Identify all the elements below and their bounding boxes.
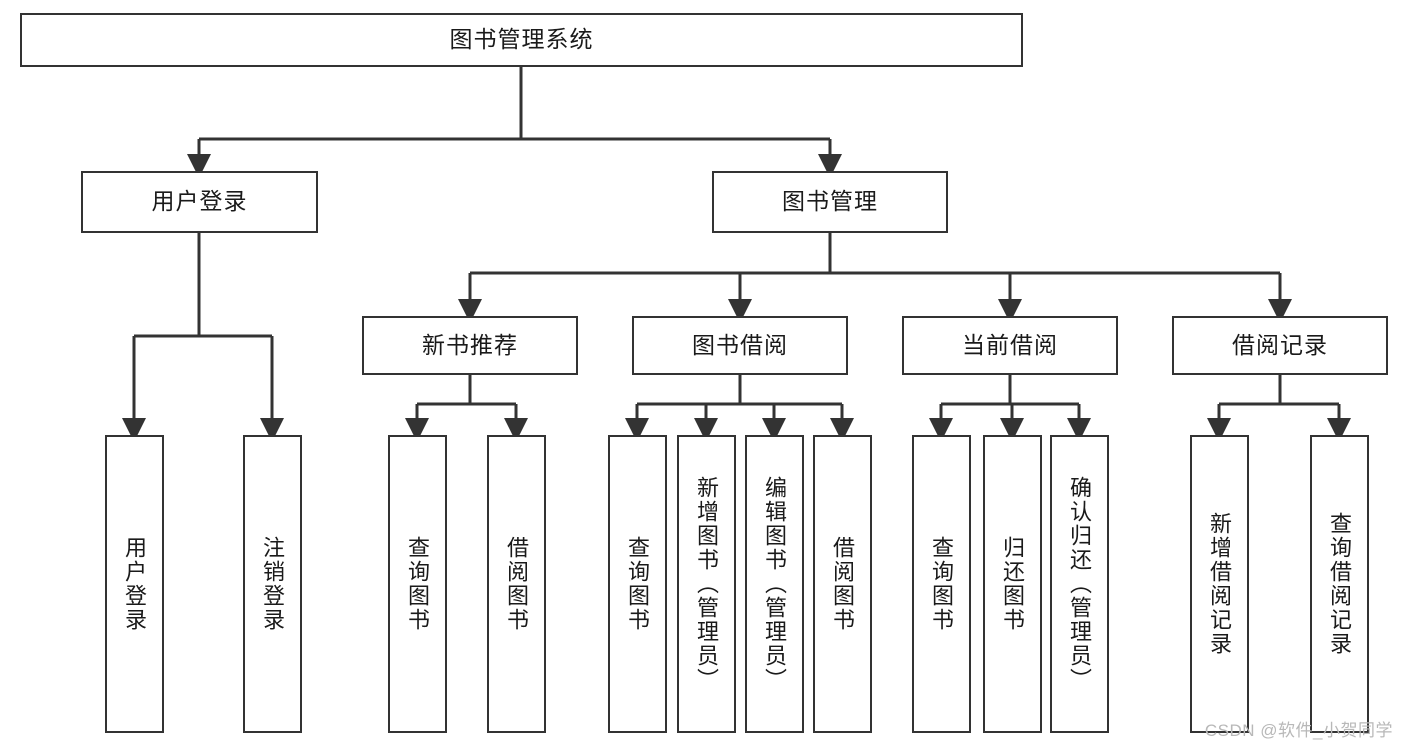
node-leaf-add-book-admin[interactable]: 新增图书（管理员） [677, 435, 736, 733]
node-leaf-query-book-current[interactable]: 查询图书 [912, 435, 971, 733]
node-label: 编辑图书（管理员） [762, 476, 788, 692]
node-new-book-recommendation[interactable]: 新书推荐 [362, 316, 578, 375]
node-leaf-edit-book-admin[interactable]: 编辑图书（管理员） [745, 435, 804, 733]
node-label: 用户登录 [151, 188, 248, 215]
node-leaf-confirm-return-admin[interactable]: 确认归还（管理员） [1050, 435, 1109, 733]
node-label: 新增借阅记录 [1207, 512, 1233, 656]
node-current-borrowing[interactable]: 当前借阅 [902, 316, 1118, 375]
node-label: 图书借阅 [692, 331, 788, 358]
node-label: 当前借阅 [962, 331, 1058, 358]
node-leaf-borrow-book-recommend[interactable]: 借阅图书 [487, 435, 546, 733]
node-book-borrowing[interactable]: 图书借阅 [632, 316, 848, 375]
node-leaf-add-borrow-record[interactable]: 新增借阅记录 [1190, 435, 1249, 733]
node-leaf-return-book[interactable]: 归还图书 [983, 435, 1042, 733]
node-label: 借阅记录 [1232, 331, 1328, 358]
node-label: 新增图书（管理员） [694, 476, 720, 692]
node-leaf-query-book-recommend[interactable]: 查询图书 [388, 435, 447, 733]
node-label: 归还图书 [1000, 536, 1026, 632]
node-label: 图书管理系统 [449, 26, 594, 53]
node-label: 借阅图书 [830, 536, 856, 632]
node-label: 查询图书 [625, 536, 651, 632]
node-label: 查询借阅记录 [1327, 512, 1353, 656]
node-book-management[interactable]: 图书管理 [712, 171, 948, 233]
node-leaf-query-book-borrowing[interactable]: 查询图书 [608, 435, 667, 733]
node-label: 注销登录 [260, 536, 286, 632]
node-label: 新书推荐 [422, 331, 518, 358]
node-root-system[interactable]: 图书管理系统 [20, 13, 1023, 67]
node-label: 确认归还（管理员） [1067, 476, 1093, 692]
node-user-login[interactable]: 用户登录 [81, 171, 318, 233]
node-label: 查询图书 [929, 536, 955, 632]
node-leaf-user-logout[interactable]: 注销登录 [243, 435, 302, 733]
node-leaf-query-borrow-record[interactable]: 查询借阅记录 [1310, 435, 1369, 733]
node-label: 图书管理 [782, 188, 878, 215]
node-leaf-borrow-book[interactable]: 借阅图书 [813, 435, 872, 733]
node-borrowing-records[interactable]: 借阅记录 [1172, 316, 1388, 375]
node-label: 查询图书 [405, 536, 431, 632]
csdn-watermark: CSDN @软件_小贺同学 [1204, 721, 1393, 740]
node-label: 用户登录 [122, 536, 148, 632]
node-label: 借阅图书 [504, 536, 530, 632]
node-leaf-user-login[interactable]: 用户登录 [105, 435, 164, 733]
